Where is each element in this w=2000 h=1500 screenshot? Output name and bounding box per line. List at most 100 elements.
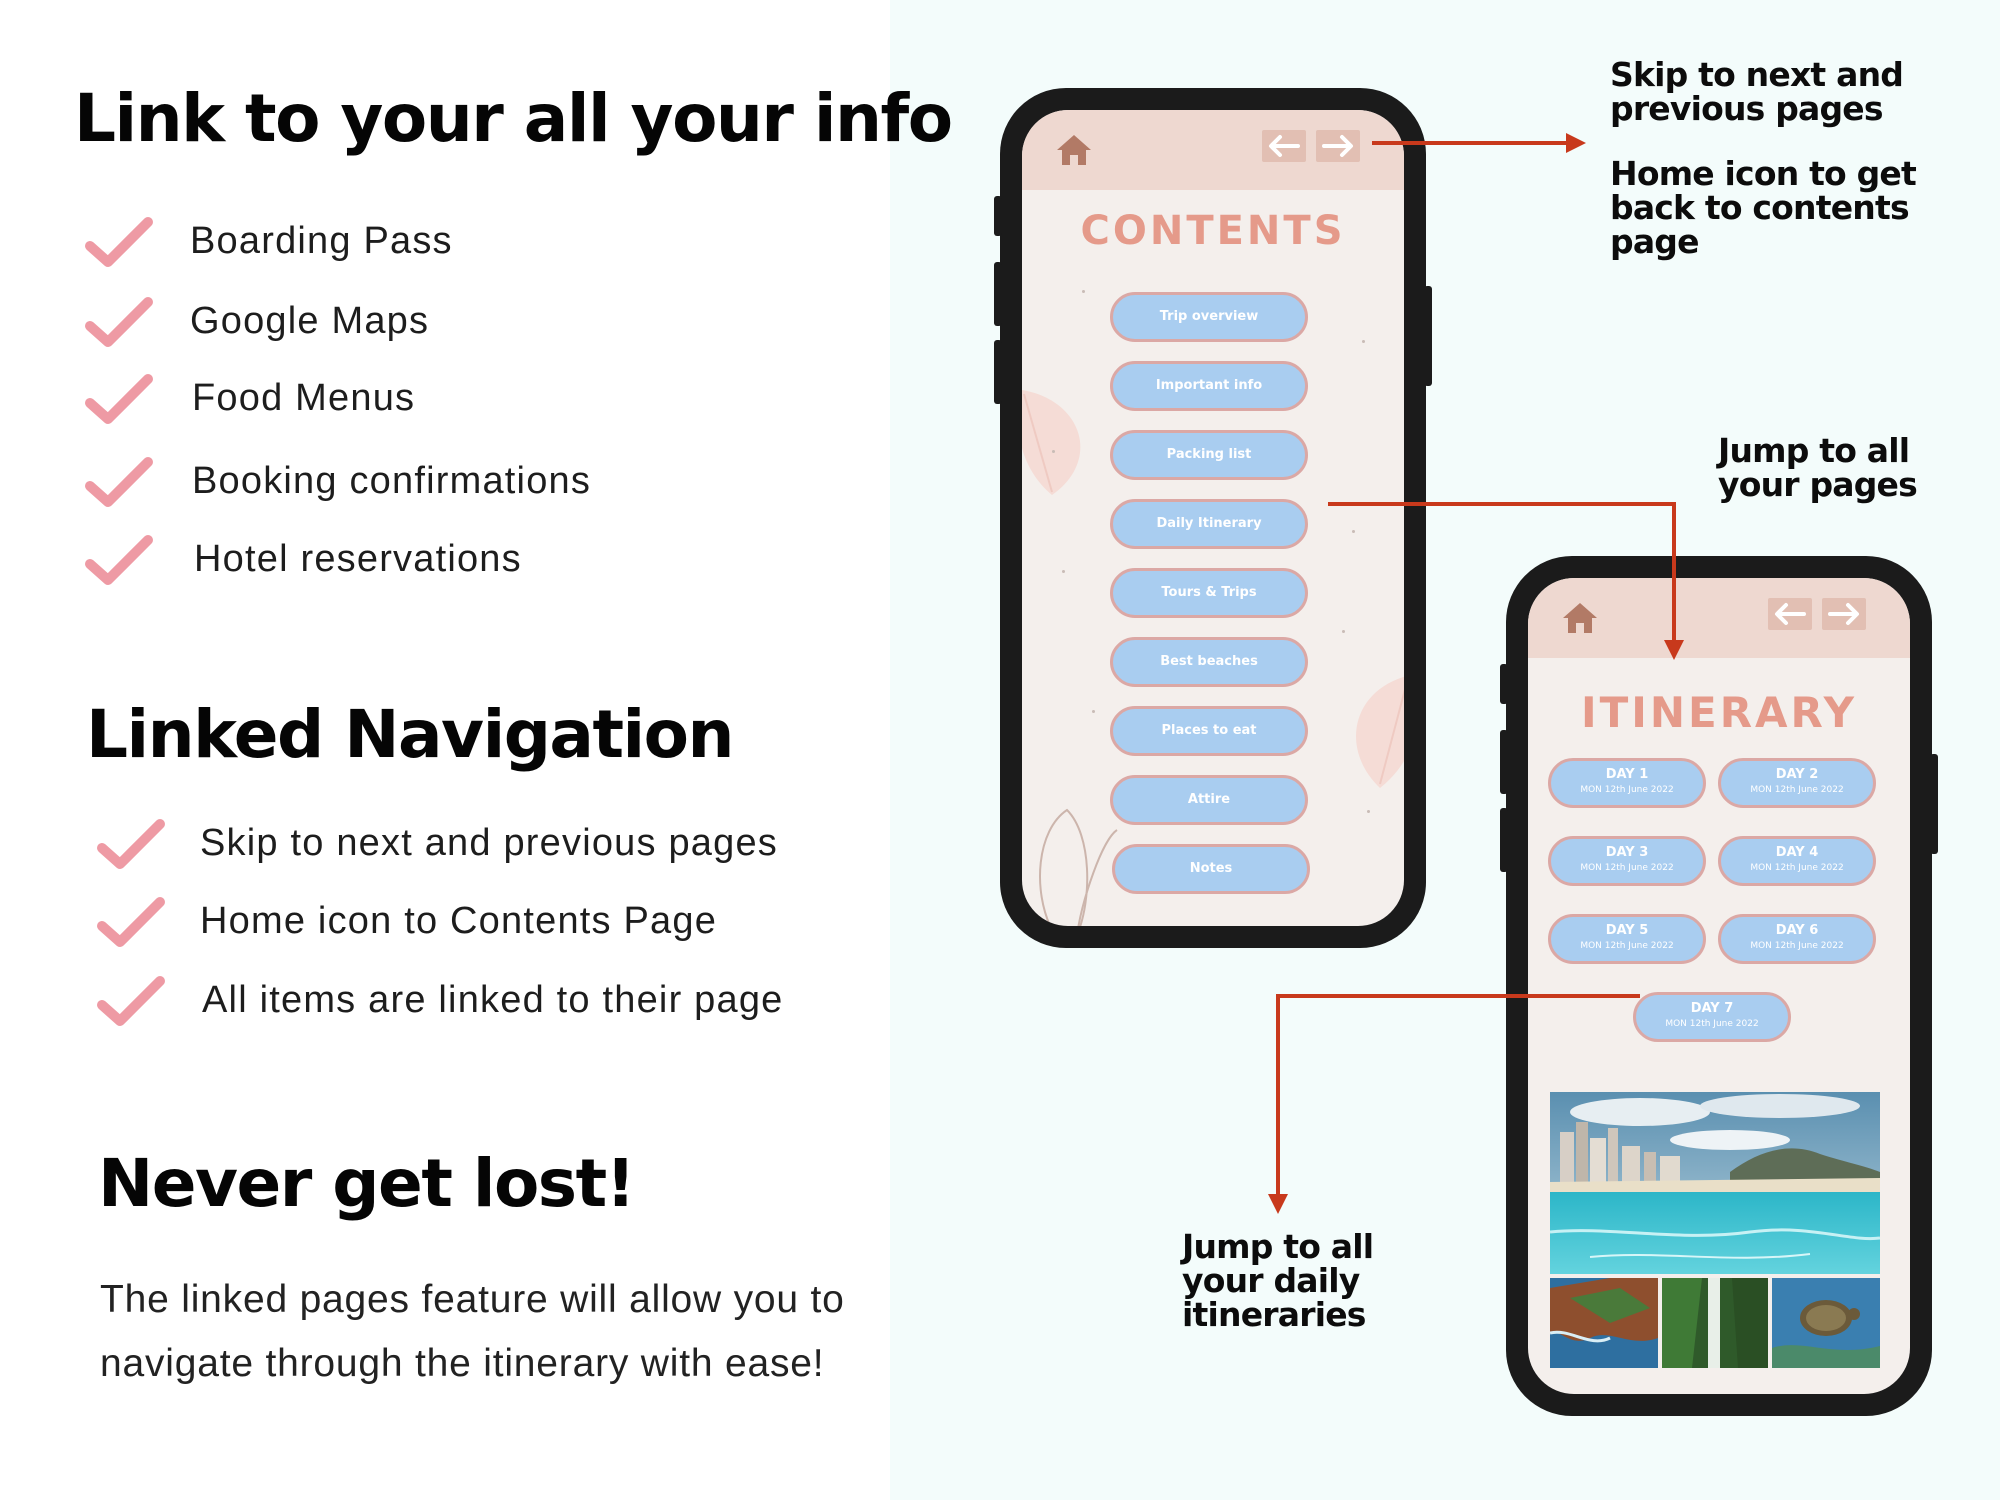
top-nav-bar [1022,110,1404,190]
previous-page-button[interactable] [1262,130,1306,162]
checklist-label: All items are linked to their page [202,979,784,1021]
day-date: MON 12th June 2022 [1580,863,1674,873]
phone-side-button [994,340,1002,404]
screen-title: CONTENTS [1080,208,1346,254]
contents-link-places-to-eat[interactable]: Places to eat [1110,706,1308,756]
surfboard-decoration-icon [1039,808,1118,926]
checklist-label: Home icon to Contents Page [200,900,718,942]
arrow-left-icon [1775,603,1806,625]
day-link[interactable]: DAY 6 MON 12th June 2022 [1718,914,1876,964]
check-icon [85,297,153,347]
phone-side-button [994,196,1002,236]
check-icon [85,374,153,424]
coast-photo [1550,1278,1658,1368]
phone-side-button [994,262,1002,326]
day-link[interactable]: DAY 1 MON 12th June 2022 [1548,758,1706,808]
checklist-item: Booking confirmations [84,454,844,514]
heading-linked-navigation: Linked Navigation [86,696,734,773]
day-label: DAY 2 [1775,767,1819,782]
checklist-label: Booking confirmations [192,460,592,502]
day-label: DAY 4 [1775,845,1819,860]
phone-side-button [1500,664,1508,704]
checklist-item: All items are linked to their page [96,973,856,1033]
beach-photo [1550,1092,1880,1274]
annotation-line: itineraries [1182,1295,1366,1334]
annotation-line: Jump to all [1182,1227,1374,1266]
heading-link-info: Link to your all your info [74,80,953,157]
checklist-item: Google Maps [84,294,844,354]
day-label: DAY 1 [1605,767,1649,782]
checklist-item: Hotel reservations [84,532,844,592]
phone-contents: CONTENTS Trip overview Important info Pa… [1000,88,1426,948]
day-label: DAY 6 [1775,923,1819,938]
checklist-label: Boarding Pass [190,220,453,262]
contents-screen: CONTENTS Trip overview Important info Pa… [1022,110,1404,926]
annotation-line: back to contents [1610,188,1910,227]
contents-link-daily-itinerary[interactable]: Daily Itinerary [1110,499,1308,549]
annotation-line: page [1610,222,1700,261]
contents-link-trip-overview[interactable]: Trip overview [1110,292,1308,342]
contents-link-notes[interactable]: Notes [1112,844,1310,894]
day-label: DAY 7 [1690,1001,1734,1016]
check-icon [85,457,153,507]
annotation-jump-daily: Jump to all your daily itineraries [1182,1227,1374,1334]
check-icon [97,819,165,869]
checklist-item: Skip to next and previous pages [96,816,856,876]
description-paragraph: The linked pages feature will allow you … [100,1278,845,1385]
day-link[interactable]: DAY 7 MON 12th June 2022 [1633,992,1791,1042]
arrow-right-icon [1322,135,1353,157]
contents-link-tours-trips[interactable]: Tours & Trips [1110,568,1308,618]
checklist-label: Google Maps [190,300,430,342]
arrow-to-daily-annotation [1276,994,1640,1196]
next-page-button[interactable] [1822,598,1866,630]
leaf-decoration-icon [1356,676,1404,788]
arrow-left-icon [1269,135,1300,157]
annotation-jump-pages: Jump to all your pages [1718,431,1918,504]
home-icon[interactable] [1054,132,1094,168]
checklist-item: Food Menus [84,371,844,431]
checklist-label: Skip to next and previous pages [200,822,778,864]
day-link[interactable]: DAY 3 MON 12th June 2022 [1548,836,1706,886]
waterfall-photo [1662,1278,1768,1368]
day-label: DAY 3 [1605,845,1649,860]
annotation-line: Skip to next and [1610,55,1904,94]
previous-page-button[interactable] [1768,598,1812,630]
turtle-photo [1772,1278,1880,1368]
day-label: DAY 5 [1605,923,1649,938]
contents-link-important-info[interactable]: Important info [1110,361,1308,411]
check-icon [85,217,153,267]
arrow-right-icon [1828,603,1859,625]
phone-side-button [1500,808,1508,872]
contents-link-best-beaches[interactable]: Best beaches [1110,637,1308,687]
check-icon [97,976,165,1026]
top-nav-bar [1528,578,1910,658]
contents-link-attire[interactable]: Attire [1110,775,1308,825]
annotation-home-icon: Home icon to get back to contents page [1610,154,1917,261]
annotation-skip-pages: Skip to next and previous pages [1610,55,1904,128]
annotation-line: your daily [1182,1261,1360,1300]
phone-side-button [1930,754,1938,854]
next-page-button[interactable] [1316,130,1360,162]
day-date: MON 12th June 2022 [1665,1019,1759,1029]
annotation-line: Home icon to get [1610,154,1917,193]
day-link[interactable]: DAY 4 MON 12th June 2022 [1718,836,1876,886]
annotation-line: Jump to all [1718,431,1910,470]
annotation-line: previous pages [1610,89,1884,128]
day-date: MON 12th June 2022 [1750,941,1844,951]
day-date: MON 12th June 2022 [1750,863,1844,873]
phone-side-button [1424,286,1432,386]
heading-never-lost: Never get lost! [98,1145,636,1222]
phone-side-button [1500,730,1508,794]
day-date: MON 12th June 2022 [1580,785,1674,795]
contents-link-packing-list[interactable]: Packing list [1110,430,1308,480]
annotation-line: your pages [1718,465,1918,504]
home-icon[interactable] [1560,600,1600,636]
check-icon [97,897,165,947]
arrow-to-itinerary [1328,502,1676,642]
checklist-label: Food Menus [192,377,416,419]
